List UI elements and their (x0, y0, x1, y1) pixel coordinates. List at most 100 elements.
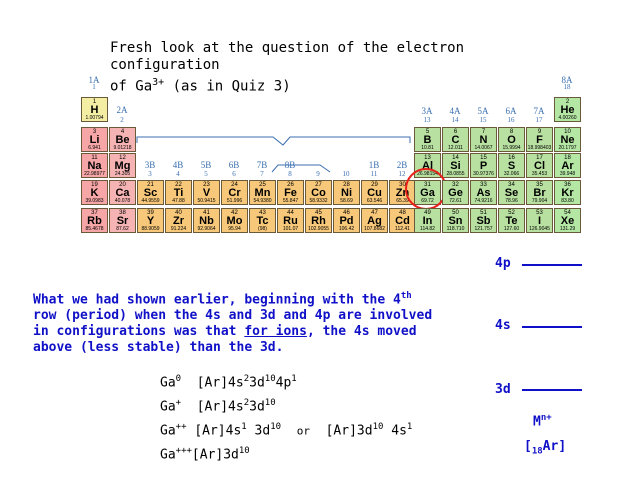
atomic-number: 22 (175, 182, 182, 188)
element-symbol: Mg (114, 160, 131, 172)
atomic-number: 36 (564, 182, 571, 188)
element-symbol: Zr (173, 215, 184, 227)
element-symbol: Cu (367, 187, 382, 199)
atomic-mass: 30.97376 (473, 171, 494, 177)
atomic-number: 6 (453, 129, 458, 135)
atomic-mass: 112.41 (395, 226, 410, 232)
level-4p-line (522, 264, 582, 266)
element-symbol: Li (89, 134, 100, 146)
atomic-number: 20 (119, 182, 126, 188)
atomic-number: 23 (203, 182, 210, 188)
group-number: 14 (451, 116, 459, 124)
atomic-mass: 121.757 (474, 226, 493, 232)
group-label: 3A (421, 106, 433, 116)
element-symbol: Sr (116, 215, 129, 227)
atomic-number: 13 (424, 155, 431, 161)
atomic-number: 27 (315, 182, 322, 188)
level-4s-line (522, 326, 582, 328)
group-number: 3 (148, 170, 152, 178)
atomic-number: 54 (564, 210, 571, 216)
group-label: 3B (144, 160, 156, 170)
element-symbol: Cr (228, 187, 241, 199)
atomic-number: 51 (480, 210, 487, 216)
element-symbol: Ne (560, 134, 575, 146)
element-symbol: S (507, 160, 516, 172)
config-ga3: Ga+++[Ar]3d10 (160, 446, 250, 463)
element-symbol: Tc (256, 215, 269, 227)
group-number: 15 (479, 116, 487, 124)
element-symbol: In (422, 215, 433, 227)
element-symbol: B (423, 134, 432, 146)
element-symbol: Na (87, 160, 102, 172)
atomic-number: 40 (175, 210, 182, 216)
group-label: 4A (449, 106, 461, 116)
atomic-number: 52 (508, 210, 515, 216)
atomic-number: 8 (509, 129, 514, 135)
atomic-number: 10 (564, 129, 571, 135)
atomic-mass: 40.078 (114, 198, 131, 204)
atomic-number: 29 (371, 182, 378, 188)
slide-title: Fresh look at the question of the electr… (110, 40, 465, 95)
atomic-mass: 14.0067 (474, 145, 493, 151)
atomic-mass: 58.9332 (309, 198, 328, 204)
metal-ion-label: Mn+ (533, 413, 552, 430)
atomic-mass: 126.9045 (529, 226, 550, 232)
element-symbol: Si (450, 160, 461, 172)
element-symbol: Ar (561, 160, 574, 172)
atomic-number: 49 (424, 210, 431, 216)
element-symbol: Cd (395, 215, 410, 227)
element-symbol: V (202, 187, 211, 199)
atomic-number: 32 (452, 182, 459, 188)
group-number: 5 (204, 170, 208, 178)
atomic-number: 53 (536, 210, 543, 216)
element-symbol: He (560, 104, 575, 116)
atomic-number: 9 (537, 129, 542, 135)
element-symbol: Nb (199, 215, 214, 227)
group-label: 2B (396, 160, 408, 170)
atomic-number: 15 (480, 155, 487, 161)
element-symbol: Ni (341, 187, 352, 199)
atomic-mass: 72.61 (449, 198, 462, 204)
element-symbol: Sc (143, 187, 158, 199)
group-label: 7B (256, 160, 268, 170)
atomic-mass: 65.39 (396, 198, 409, 204)
group-label: 5A (477, 106, 489, 116)
element-symbol: Cl (534, 160, 545, 172)
atomic-number: 17 (536, 155, 543, 161)
element-symbol: H (90, 104, 99, 116)
group-label: 5B (200, 160, 212, 170)
config-ga1: Ga+ [Ar]4s23d10 (160, 398, 276, 415)
group-number: 17 (535, 116, 543, 124)
atomic-number: 34 (508, 182, 515, 188)
atomic-number: 38 (119, 210, 126, 216)
atomic-mass: 106.42 (338, 226, 355, 232)
atomic-number: 30 (399, 182, 406, 188)
group-number: 12 (398, 170, 406, 178)
element-symbol: Ru (283, 215, 298, 227)
